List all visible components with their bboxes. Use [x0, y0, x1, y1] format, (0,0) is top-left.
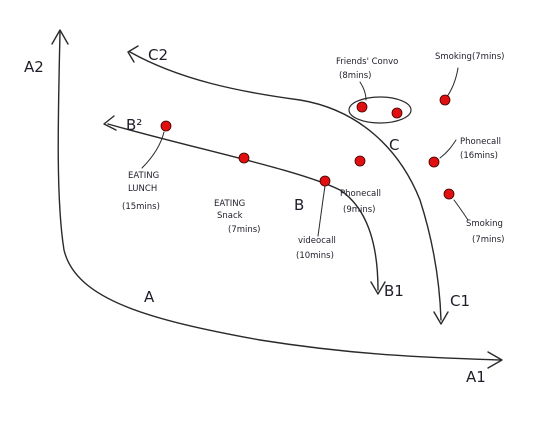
label-b2: B²	[126, 116, 142, 134]
label-a1: A1	[466, 368, 486, 386]
annotation-videocall: videocall (10mins)	[296, 236, 336, 261]
svg-text:(16mins): (16mins)	[460, 151, 498, 161]
axis-curve-a	[57, 31, 501, 361]
axis-a2-arrowhead	[51, 29, 69, 45]
leader-phonecall-c	[439, 139, 457, 159]
dot-eating-snack	[238, 152, 250, 164]
svg-text:(7mins): (7mins)	[472, 235, 505, 245]
annotation-smoking-top: Smoking(7mins)	[435, 52, 504, 62]
curve-b-top-arrowhead	[103, 115, 117, 131]
annotation-phonecall-b: Phonecall (9mins)	[340, 189, 381, 215]
dot-friends-convo-1	[356, 101, 368, 113]
leader-friends-convo	[359, 81, 367, 101]
svg-text:Phonecall: Phonecall	[460, 137, 501, 147]
dot-smoking-top	[439, 94, 451, 106]
label-b1: B1	[384, 282, 404, 300]
annotation-friends-convo: Friends' Convo (8mins)	[336, 57, 398, 81]
annotation-smoking-bottom: Smoking (7mins)	[466, 219, 505, 245]
leader-eating-lunch	[141, 131, 165, 169]
svg-text:(15mins): (15mins)	[122, 202, 160, 212]
svg-text:(7mins): (7mins)	[228, 225, 261, 235]
svg-text:Friends' Convo: Friends' Convo	[336, 57, 398, 67]
label-a: A	[144, 288, 155, 306]
svg-text:videocall: videocall	[298, 236, 336, 246]
label-c2: C2	[148, 46, 168, 64]
annotation-phonecall-c: Phonecall (16mins)	[460, 137, 501, 161]
friends-convo-group-ring	[348, 96, 412, 124]
dot-smoking-bottom	[443, 188, 455, 200]
curve-c-bottom-arrowhead	[433, 311, 449, 325]
leader-videocall	[317, 185, 326, 237]
svg-text:Snack: Snack	[217, 211, 243, 221]
dot-phonecall-b	[354, 155, 366, 167]
svg-text:(9mins): (9mins)	[343, 205, 376, 215]
dot-videocall	[319, 175, 331, 187]
svg-text:LUNCH: LUNCH	[128, 184, 157, 194]
label-c1: C1	[450, 292, 470, 310]
label-b: B	[294, 196, 304, 214]
svg-text:Smoking: Smoking	[466, 219, 503, 229]
curve-b-bottom-arrowhead	[370, 281, 386, 295]
annotation-eating-snack: EATING Snack (7mins)	[214, 199, 261, 235]
svg-text:(8mins): (8mins)	[339, 71, 372, 81]
dot-phonecall-c	[428, 156, 440, 168]
svg-text:Phonecall: Phonecall	[340, 189, 381, 199]
annotation-eating-lunch: EATING LUNCH (15mins)	[122, 171, 160, 212]
dot-friends-convo-2	[391, 107, 403, 119]
label-c: C	[389, 136, 399, 154]
leader-smoking-top	[445, 67, 459, 99]
svg-text:(10mins): (10mins)	[296, 251, 334, 261]
svg-text:EATING: EATING	[214, 199, 245, 209]
svg-text:EATING: EATING	[128, 171, 159, 181]
svg-text:Smoking(7mins): Smoking(7mins)	[435, 52, 504, 62]
label-a2: A2	[24, 58, 44, 76]
axis-a1-arrowhead	[487, 351, 503, 369]
curve-c-top-arrowhead	[127, 45, 139, 63]
dot-eating-lunch	[160, 120, 172, 132]
curve-c	[129, 51, 442, 321]
leader-smoking-bottom	[453, 199, 469, 221]
